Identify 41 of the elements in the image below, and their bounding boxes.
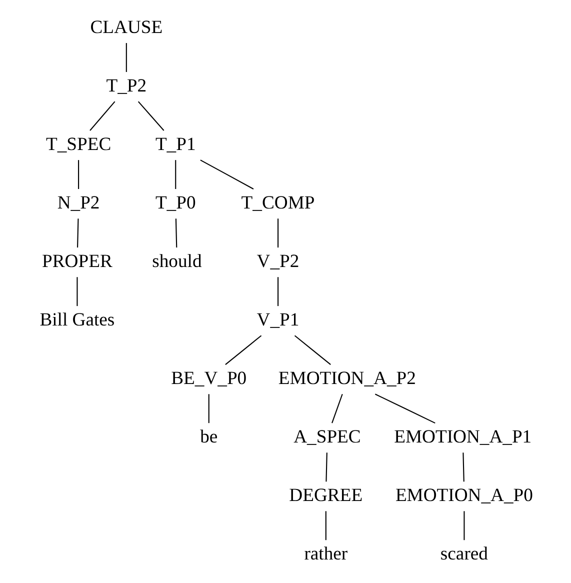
connector	[462, 452, 464, 482]
node-text: T_SPEC	[45, 134, 111, 156]
connector	[224, 335, 262, 365]
node-text: CLAUSE	[90, 17, 162, 38]
node-text: EMOTION_A_P1	[394, 426, 532, 448]
node-text: PROPER	[42, 251, 112, 272]
node-text: EMOTION_A_P2	[278, 368, 416, 390]
node-text: V_P2	[256, 251, 299, 272]
connector	[125, 43, 126, 72]
connector	[294, 335, 330, 365]
node-text: be	[200, 426, 218, 448]
connector	[324, 511, 326, 540]
node-text: should	[152, 251, 202, 272]
node-text: DEGREE	[288, 485, 362, 506]
node-text: T_COMP	[240, 192, 314, 214]
node-text: V_P1	[256, 310, 299, 331]
connector	[174, 218, 177, 248]
node-text: T_P1	[154, 134, 196, 156]
connector	[78, 160, 79, 189]
node-text: T_P0	[154, 192, 196, 214]
node-text: Bill Gates	[39, 310, 114, 331]
connector	[208, 394, 209, 424]
node-text: rather	[304, 544, 348, 565]
node-text: BE_V_P0	[170, 368, 246, 390]
node-text: A_SPEC	[293, 426, 360, 448]
connector	[200, 160, 254, 190]
connector	[325, 452, 327, 482]
connector	[76, 277, 78, 306]
connector	[76, 218, 78, 248]
connector	[174, 160, 176, 189]
connector	[276, 218, 278, 248]
connector	[374, 394, 435, 424]
connector	[137, 101, 164, 131]
connector	[89, 101, 115, 131]
node-text: scared	[440, 544, 488, 565]
connector	[276, 277, 278, 306]
node-text: T_P2	[106, 76, 146, 97]
connector	[331, 394, 342, 424]
connector	[463, 511, 464, 540]
node-text: N_P2	[56, 192, 100, 214]
node-text: EMOTION_A_P0	[394, 485, 532, 506]
